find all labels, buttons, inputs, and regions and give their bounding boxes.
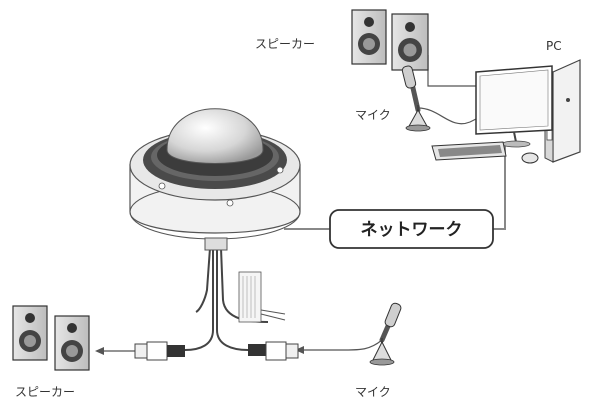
speaker-icon-top [351,9,429,71]
microphone-icon-bottom [369,302,402,366]
cable-lines [95,55,479,355]
audio-in-connector-icon [248,341,299,361]
audio-out-connector-icon [134,341,185,361]
speaker-bottom-label: スピーカー [15,385,75,399]
cable-tag-icon [238,271,286,323]
network-label: ネットワーク [361,220,463,240]
speaker-top-label: スピーカー [255,37,315,51]
pc-label: PC [546,39,562,53]
desktop-pc-icon [431,59,581,164]
mic-top-label: マイク [355,108,391,122]
speaker-icon-bottom [12,305,90,371]
mic-bottom-label: マイク [355,385,391,399]
camera-cable-bundle [184,247,269,351]
network-cable [284,145,506,230]
microphone-icon-top [401,65,431,132]
dome-camera-icon [129,108,301,251]
network-box: ネットワーク [329,209,494,249]
